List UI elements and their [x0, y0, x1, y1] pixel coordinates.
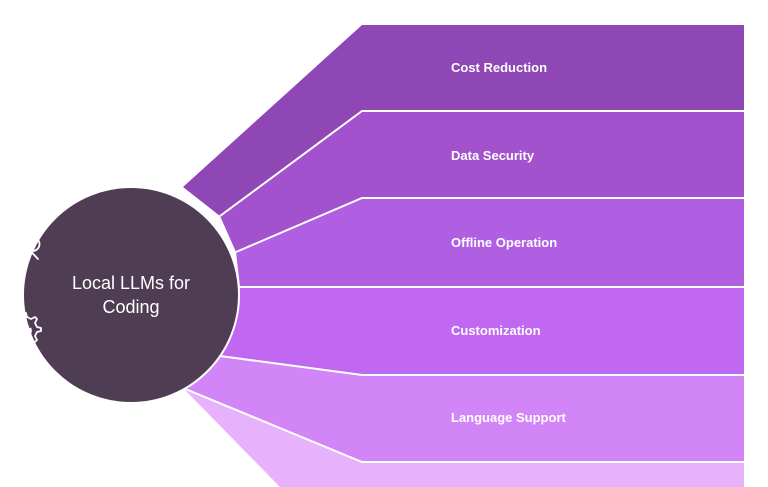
branch-label-customization: Customization: [451, 323, 541, 338]
branch-band-language-support: [183, 356, 744, 462]
branch-label-data-security: Data Security: [451, 148, 535, 163]
branch-band-customization: [220, 287, 744, 375]
branch-label-offline-operation: Offline Operation: [451, 235, 558, 250]
table-lock-icon: [5, 138, 41, 174]
cloud-off-icon: [5, 226, 41, 260]
globe-gear-icon: [8, 398, 38, 426]
piggy-bank-heart-icon: [4, 51, 40, 82]
branch-band-data-security: [220, 111, 744, 252]
branch-band-cost-reduction: [183, 25, 744, 216]
branch-label-language-support: Language Support: [451, 410, 566, 425]
center-node: [22, 186, 240, 404]
gear-wrench-icon: [6, 312, 42, 350]
branch-separators: [182, 110, 744, 463]
branch-label-cost-reduction: Cost Reduction: [451, 60, 548, 75]
branch-band-offline-operation: [236, 198, 744, 287]
